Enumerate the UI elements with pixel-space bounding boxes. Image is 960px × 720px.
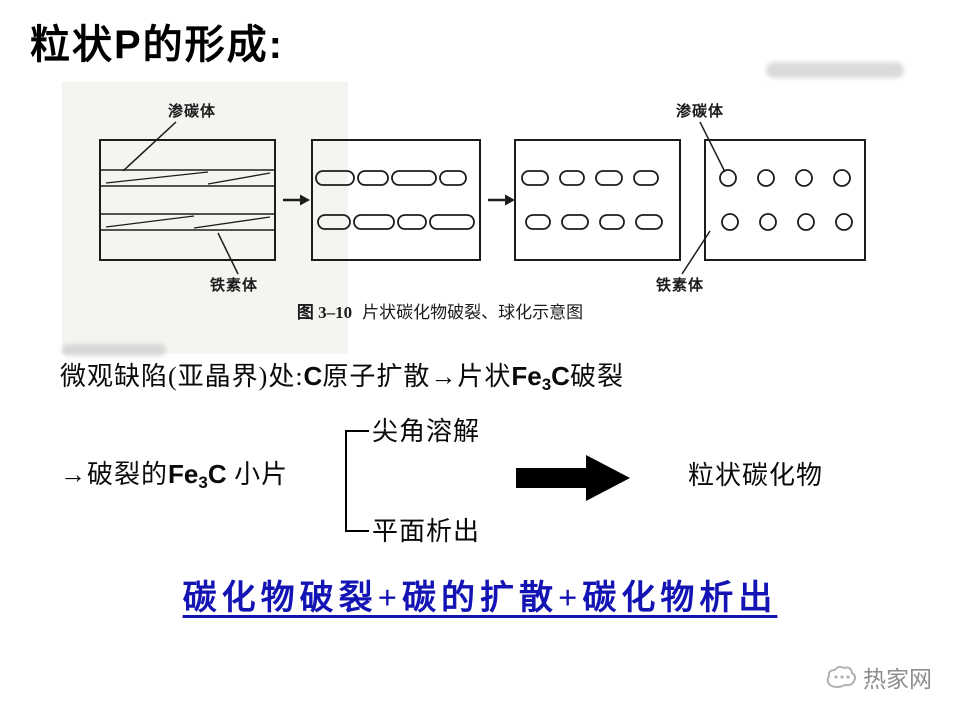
rejiawang-logo-icon <box>826 665 857 688</box>
bracket-vertical-line <box>345 430 347 532</box>
fe-symbol: Fe <box>511 361 542 391</box>
label-ferrite-right: 铁素体 <box>656 278 705 294</box>
label-cementite-right: 渗碳体 <box>676 104 725 120</box>
branch-main-label: →破裂的Fe3C 小片 <box>60 458 288 493</box>
figure-caption: 图 3–10 片状碳化物破裂、球化示意图 <box>210 298 670 323</box>
leader-ferrite-left <box>217 232 239 275</box>
scan-smudge-bottom-left <box>62 344 166 356</box>
c-symbol: C <box>551 361 570 391</box>
summary-text: 碳化物破裂+碳的扩散+碳化物析出 <box>182 580 778 617</box>
label-cementite-left: 渗碳体 <box>168 104 217 120</box>
bracket-top-tick <box>345 430 369 432</box>
scan-paper-background <box>62 82 348 354</box>
carbon-symbol: C <box>303 361 323 391</box>
branch-text-1: 破裂的 <box>87 460 169 489</box>
watermark-site-label: 热家网 <box>863 666 932 692</box>
branch-result-label: 粒状碳化物 <box>688 461 824 490</box>
right-arrow-glyph: → <box>430 362 458 391</box>
figure-3-10: 渗碳体 铁素体 渗碳体 铁素体 图 3–10 片状碳化物破裂、球化示意图 <box>60 82 872 362</box>
leader-cementite-left <box>122 121 177 172</box>
mechanism-text-4: 破裂 <box>569 362 624 391</box>
fe3c-subscript: 3 <box>541 375 552 394</box>
summary-line: 碳化物破裂+碳的扩散+碳化物析出 <box>0 570 960 619</box>
figure-caption-number: 图 3–10 <box>296 303 353 322</box>
spheroidization-stages-drawing <box>99 121 866 275</box>
figure-caption-text: 片状碳化物破裂、球化示意图 <box>362 303 584 322</box>
label-ferrite-left: 铁素体 <box>210 278 259 294</box>
big-right-arrow-icon <box>516 455 630 501</box>
mechanism-text-3: 片状 <box>457 362 512 391</box>
mechanism-text-2: 原子扩散 <box>322 362 431 391</box>
slide-title: 粒状P的形成: <box>30 23 284 67</box>
branch-bottom-label: 平面析出 <box>372 517 481 546</box>
stage-4-panel <box>704 139 866 261</box>
bracket-bottom-tick <box>345 530 369 532</box>
fe3c-subscript: 3 <box>198 473 208 492</box>
branch-text-2: 小片 <box>226 460 289 489</box>
branch-top-label: 尖角溶解 <box>372 417 481 446</box>
stage-arrow-2-icon <box>488 194 515 206</box>
c-symbol: C <box>207 459 227 489</box>
scan-smudge-top-right <box>766 62 904 78</box>
leader-ferrite-right <box>681 230 711 275</box>
stage-3-panel <box>514 139 681 261</box>
mechanism-text-1: 微观缺陷(亚晶界)处: <box>60 362 304 391</box>
stage-arrow-1-icon <box>283 194 310 206</box>
mechanism-line: 微观缺陷(亚晶界)处:C原子扩散→片状Fe3C破裂 <box>60 360 624 395</box>
fe-symbol: Fe <box>168 459 199 489</box>
right-arrow-glyph: → <box>60 460 87 489</box>
stage-1-panel <box>99 139 276 261</box>
leader-cementite-right <box>699 121 726 173</box>
stage-2-panel <box>311 139 481 261</box>
rejiawang-watermark: 热家网 <box>824 660 932 694</box>
